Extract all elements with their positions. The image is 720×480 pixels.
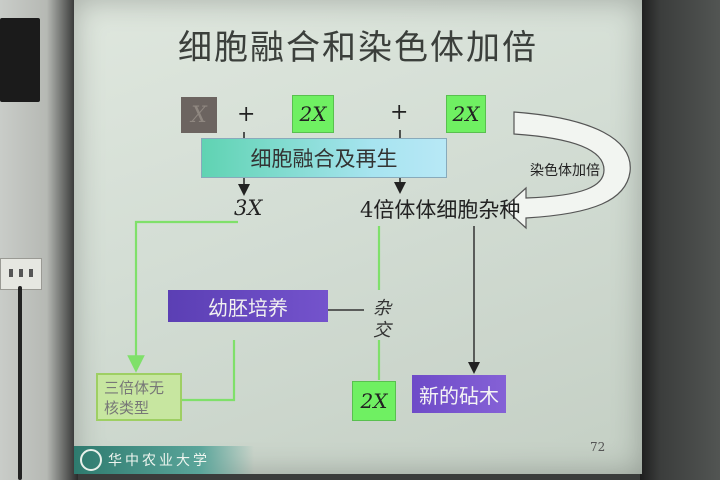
cross-label: 杂交 [370, 298, 391, 342]
chromosome-doubling-label: 染色体加倍 [530, 163, 600, 179]
power-cable [18, 286, 22, 480]
diploid-box: 2X [352, 381, 396, 421]
power-outlet [0, 258, 42, 290]
room-wall-left [0, 0, 78, 480]
parent-2x-box-1: 2X [292, 95, 334, 133]
university-footer: 华中农业大学 [74, 446, 254, 474]
triploid-seedless-box: 三倍体无核类型 [96, 373, 182, 421]
page-number: 72 [590, 440, 606, 454]
triploid-result-label: 3X [234, 196, 263, 220]
embryo-culture-box: 幼胚培养 [168, 290, 328, 322]
cell-fusion-bar: 细胞融合及再生 [201, 138, 447, 178]
university-name: 华中农业大学 [108, 453, 210, 469]
diagram-connectors [127, 111, 631, 402]
projection-screen: 细胞融合和染色体加倍 X + 2X + 2X 细胞融合及再生 染色体加倍 3X … [74, 0, 642, 474]
parent-x-box: X [181, 97, 217, 133]
chromosome-doubling-arrow [503, 111, 631, 230]
plus-sign-2: + [390, 100, 409, 125]
tetraploid-hybrid-label: 4倍体体细胞杂种 [360, 198, 521, 222]
plus-sign-1: + [237, 102, 256, 127]
wall-speaker [0, 18, 40, 102]
room-wall-right [640, 0, 720, 480]
new-rootstock-box: 新的砧木 [412, 375, 506, 413]
slide-title: 细胞融合和染色体加倍 [178, 28, 538, 68]
university-seal-icon [80, 449, 102, 471]
line-3x-to-triploid [127, 220, 238, 373]
line-embryo-to-triploid [182, 340, 236, 402]
parent-2x-box-2: 2X [446, 95, 486, 133]
